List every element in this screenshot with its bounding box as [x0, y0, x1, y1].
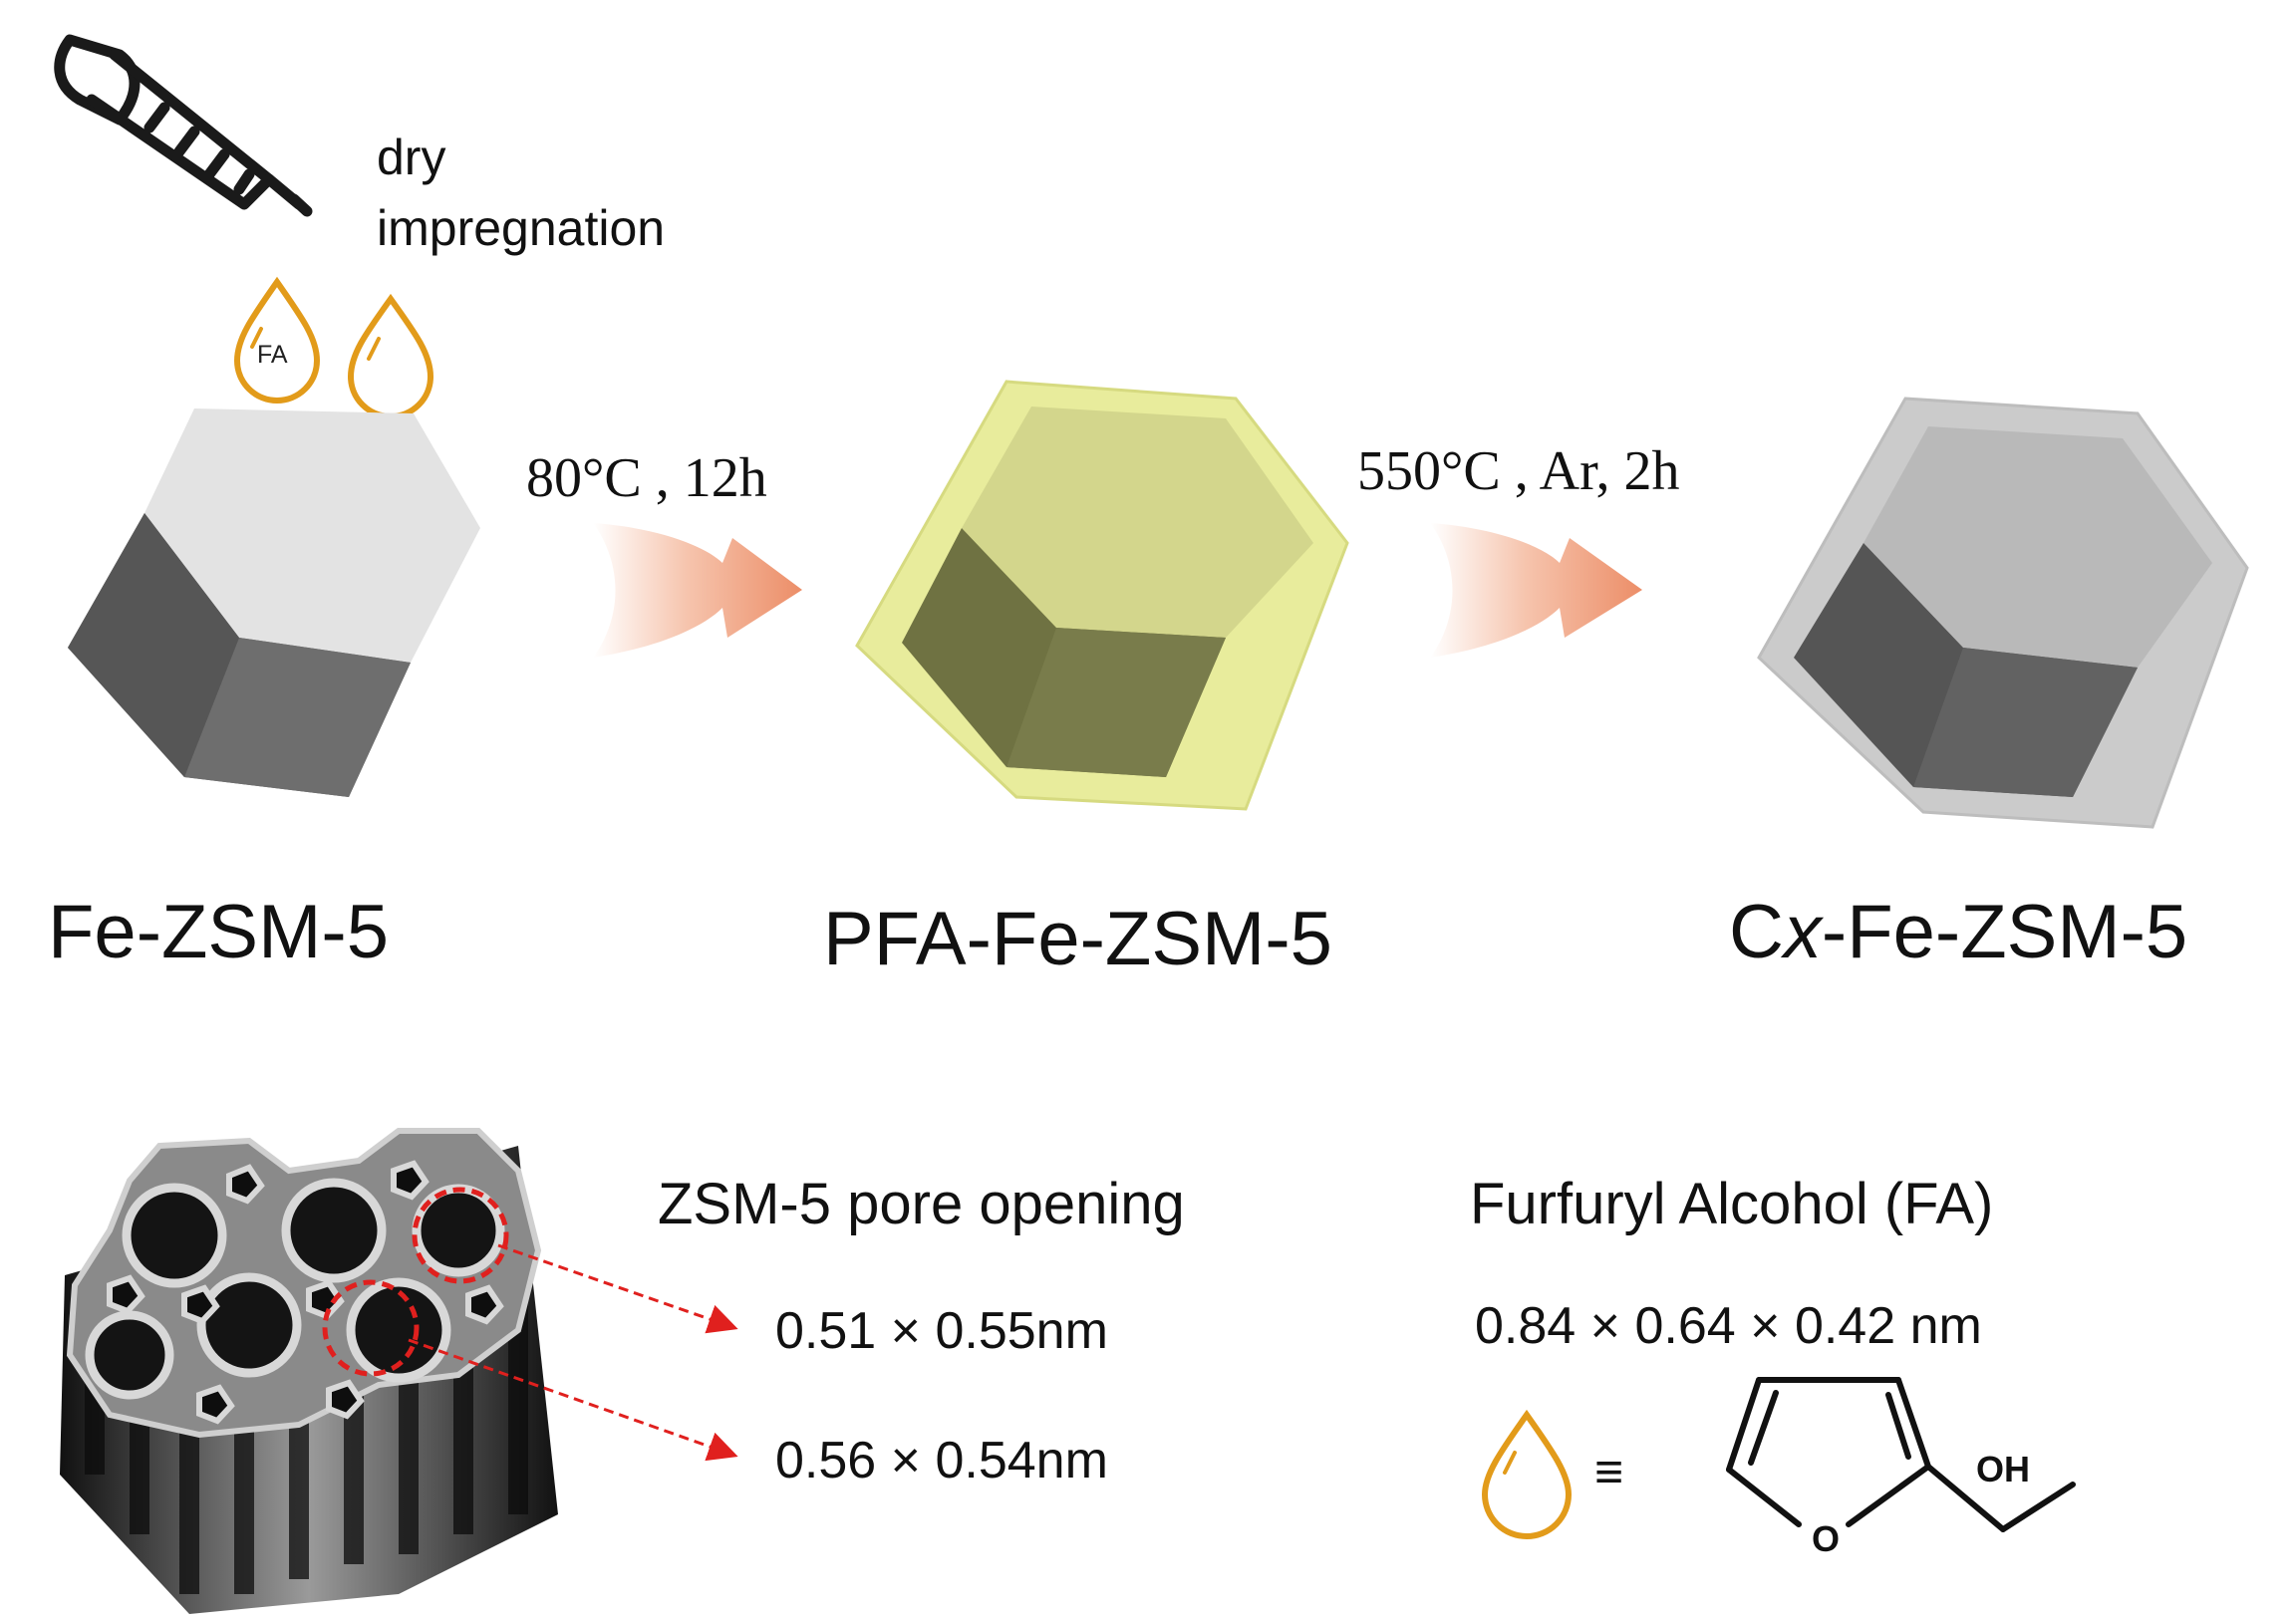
condition-label-2: 550°C , Ar, 2h	[1357, 440, 1680, 502]
legend-droplet-icon	[1481, 1409, 1573, 1539]
pore-pointer-2	[408, 1338, 738, 1462]
arrow-2	[1430, 523, 1642, 658]
equivalence-sign: ≡	[1594, 1444, 1624, 1499]
fa-droplet-icon	[233, 276, 321, 404]
pore-highlight-1	[412, 1187, 509, 1284]
droplet-icon	[347, 293, 434, 419]
material-prefix: C	[1729, 890, 1784, 974]
zsm5-framework	[60, 1128, 558, 1614]
cx-fe-zsm5-crystal	[1757, 397, 2249, 829]
fa-title: Furfuryl Alcohol (FA)	[1470, 1172, 1994, 1236]
furfuryl-alcohol-structure	[1726, 1377, 2076, 1532]
fa-droplet-tag: FA	[257, 341, 288, 369]
pore-size-2: 0.56 × 0.54nm	[775, 1432, 1108, 1489]
pore-size-1: 0.51 × 0.55nm	[775, 1302, 1108, 1360]
oh-group-label: OH	[1976, 1449, 2030, 1489]
fe-zsm5-crystal	[68, 408, 480, 797]
material-variable: x	[1783, 890, 1822, 974]
fa-size: 0.84 × 0.64 × 0.42 nm	[1475, 1297, 1982, 1355]
pore-opening-title: ZSM-5 pore opening	[658, 1172, 1185, 1236]
material-suffix: -Fe-ZSM-5	[1821, 890, 2188, 974]
dry-impregnation-label: dry impregnation	[377, 130, 666, 256]
material-label-fe-zsm5: Fe-ZSM-5	[48, 890, 389, 974]
arrow-1	[593, 523, 802, 658]
dropper-icon	[54, 34, 313, 217]
ring-oxygen-label: O	[1812, 1518, 1841, 1559]
pore-highlight-2	[322, 1279, 420, 1377]
pfa-fe-zsm5-crystal	[855, 380, 1349, 811]
pore-pointer-1	[497, 1243, 738, 1334]
material-label-cx-fe-zsm5: Cx-Fe-ZSM-5	[1729, 895, 2187, 970]
condition-label-1: 80°C , 12h	[526, 447, 767, 509]
material-label-pfa-fe-zsm5: PFA-Fe-ZSM-5	[823, 897, 1332, 981]
